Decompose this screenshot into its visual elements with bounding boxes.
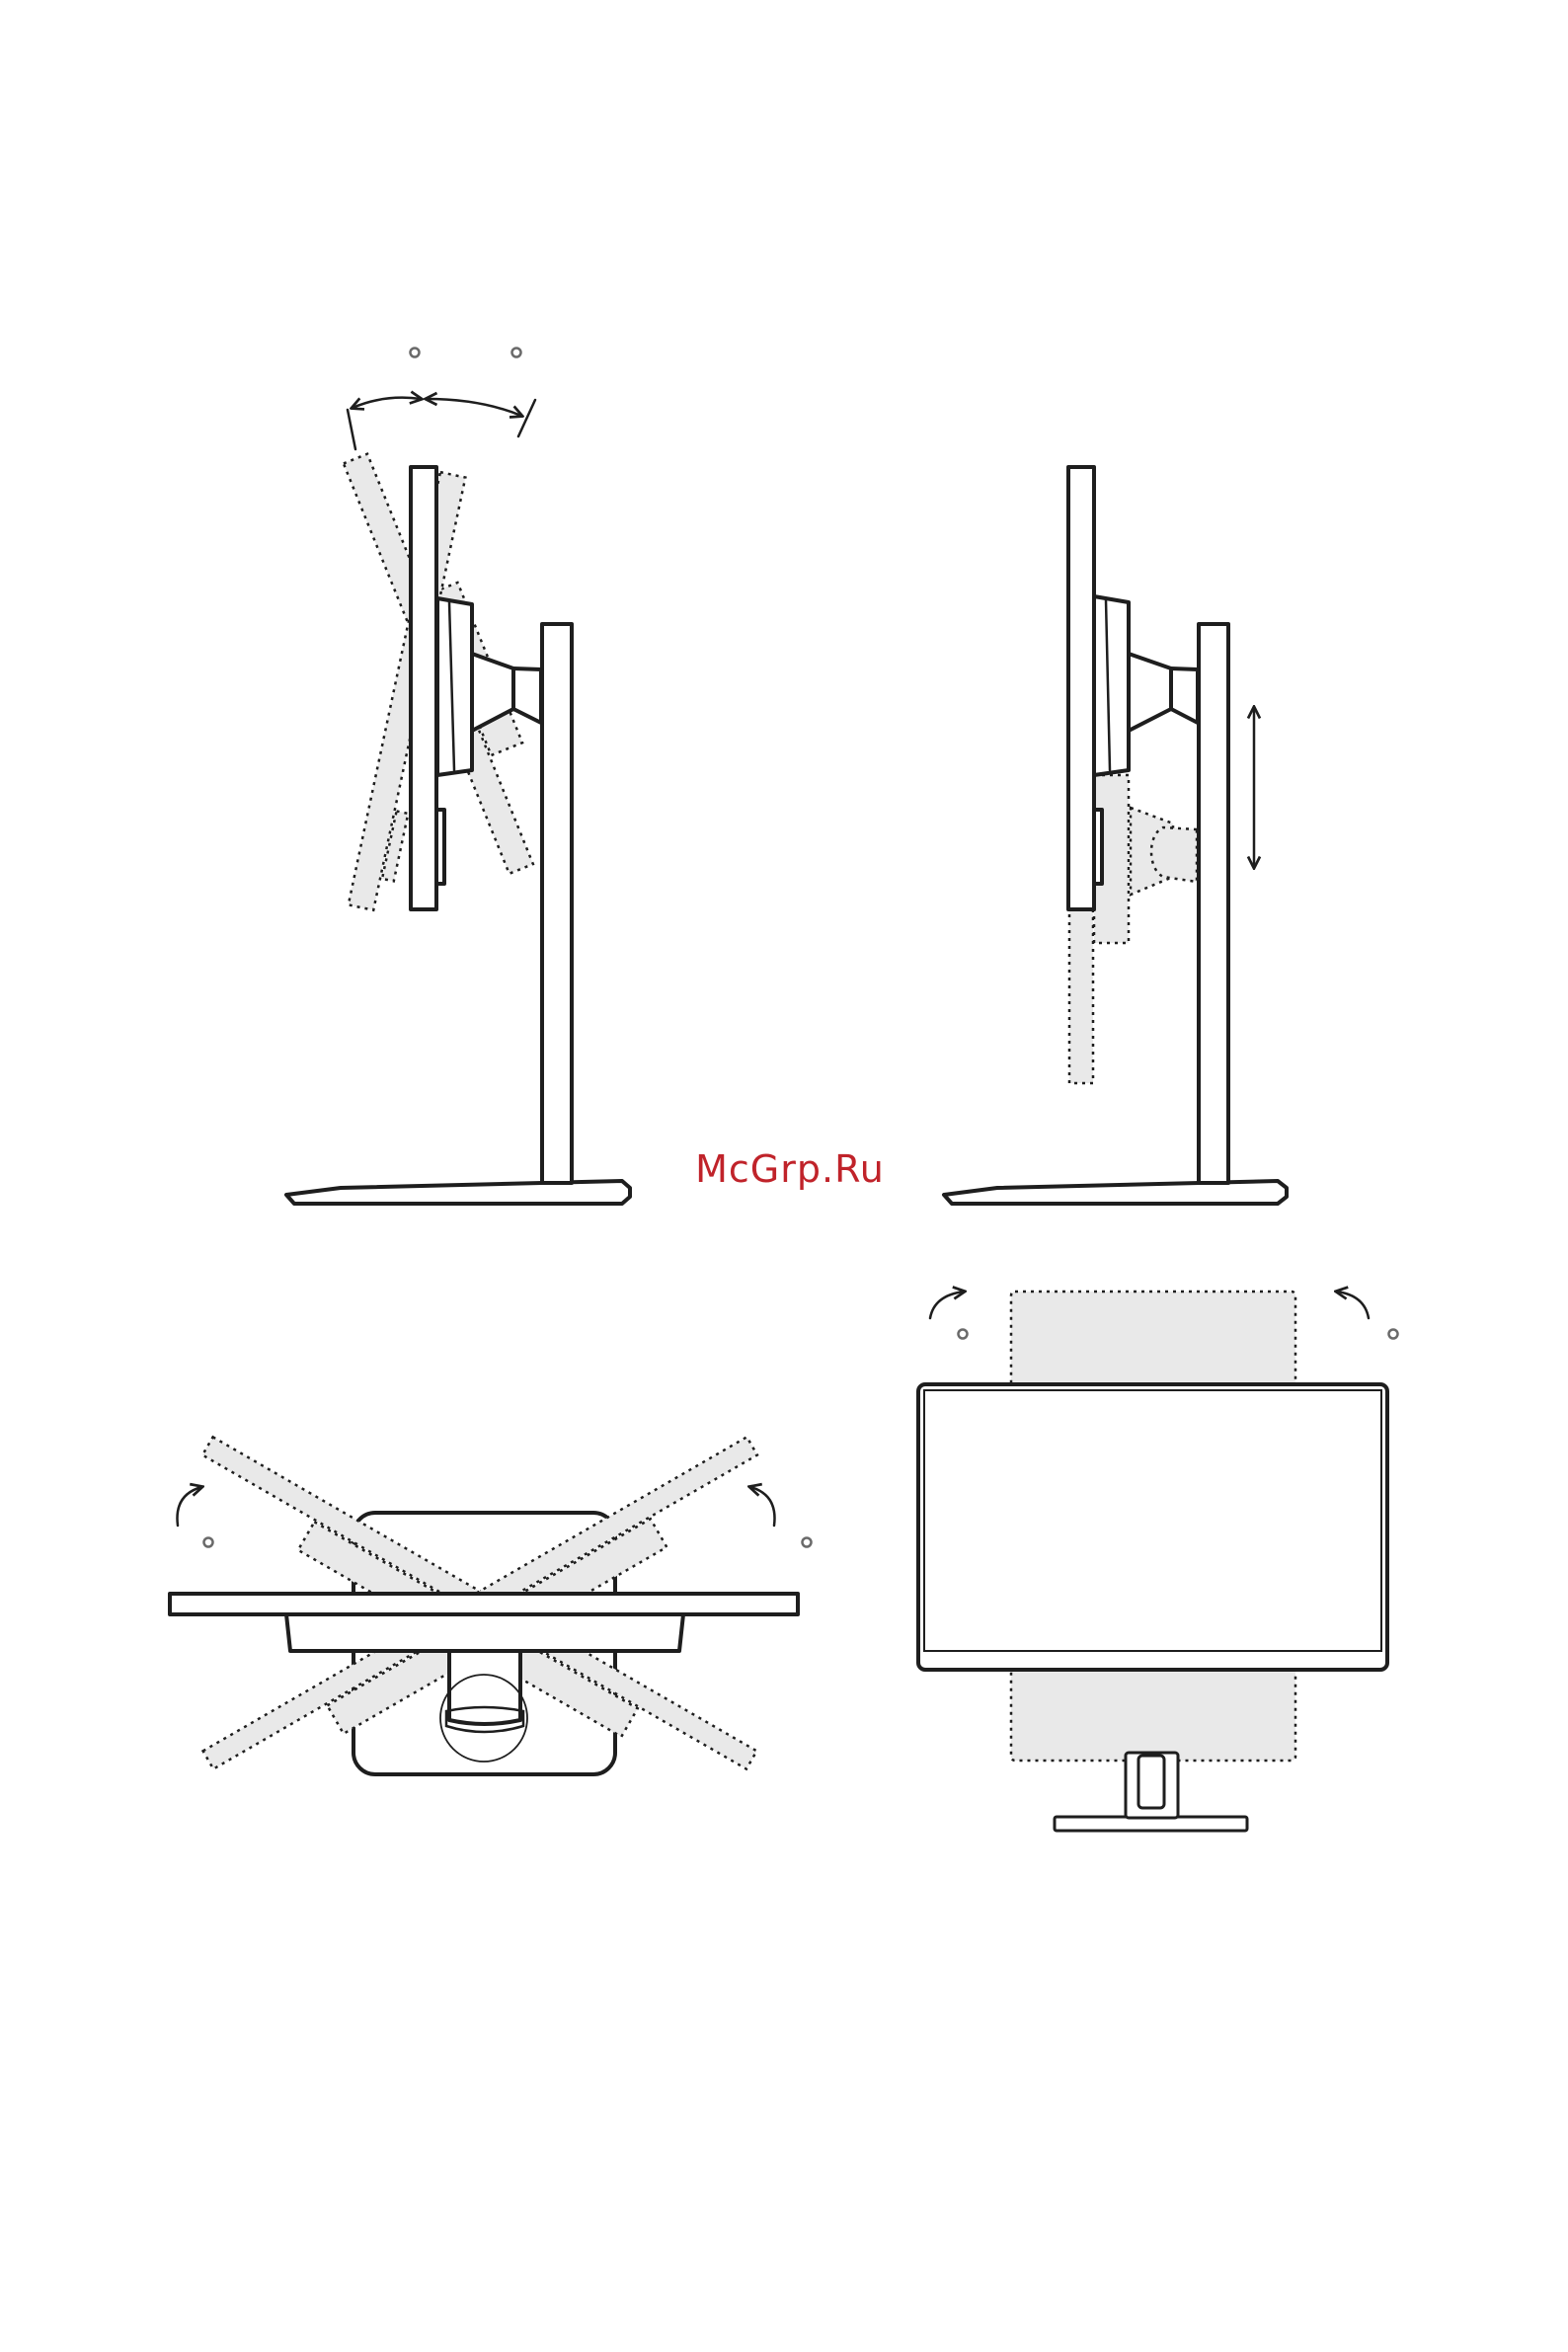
swivel-monitor-panel <box>170 1594 798 1614</box>
height-arm <box>1129 654 1171 731</box>
tilt-forward-arrow <box>427 399 521 416</box>
pivot-monitor-panel <box>918 1384 1387 1670</box>
tilt-forward-degree-mark <box>512 349 521 357</box>
pivot-right-arrow <box>1337 1292 1369 1318</box>
tilt-back-arrow <box>353 398 421 408</box>
watermark-text: McGrp.Ru <box>652 1147 928 1191</box>
tilt-back-degree-mark <box>411 349 420 357</box>
swivel-left-degree-mark <box>204 1538 213 1547</box>
tilt-back-limit-line <box>348 410 355 449</box>
height-diagram <box>944 467 1287 1204</box>
height-monitor-panel <box>1068 467 1094 909</box>
height-stand-base <box>944 1181 1287 1204</box>
swivel-right-arrow <box>750 1487 775 1526</box>
swivel-left-arrow <box>178 1487 202 1526</box>
pivot-left-arrow <box>930 1292 964 1318</box>
swivel-mount <box>286 1614 683 1651</box>
tilt-diagram <box>286 349 630 1205</box>
height-mount <box>1094 596 1129 775</box>
tilt-stand-pole <box>542 624 572 1183</box>
tilt-forward-limit-line <box>518 400 535 436</box>
tilt-monitor-panel <box>411 467 436 909</box>
swivel-right-degree-mark <box>803 1538 812 1547</box>
height-stand-pole <box>1199 624 1228 1183</box>
swivel-diagram <box>170 1437 812 1798</box>
pivot-right-degree-mark <box>1389 1330 1398 1339</box>
tilt-stand-base <box>286 1181 630 1204</box>
height-panel-button <box>1094 810 1102 884</box>
swivel-neck <box>449 1651 520 1724</box>
pivot-left-degree-mark <box>959 1330 968 1339</box>
tilt-panel-button <box>436 810 444 884</box>
pivot-stand-slot <box>1138 1756 1164 1808</box>
pivot-diagram <box>918 1292 1398 1831</box>
